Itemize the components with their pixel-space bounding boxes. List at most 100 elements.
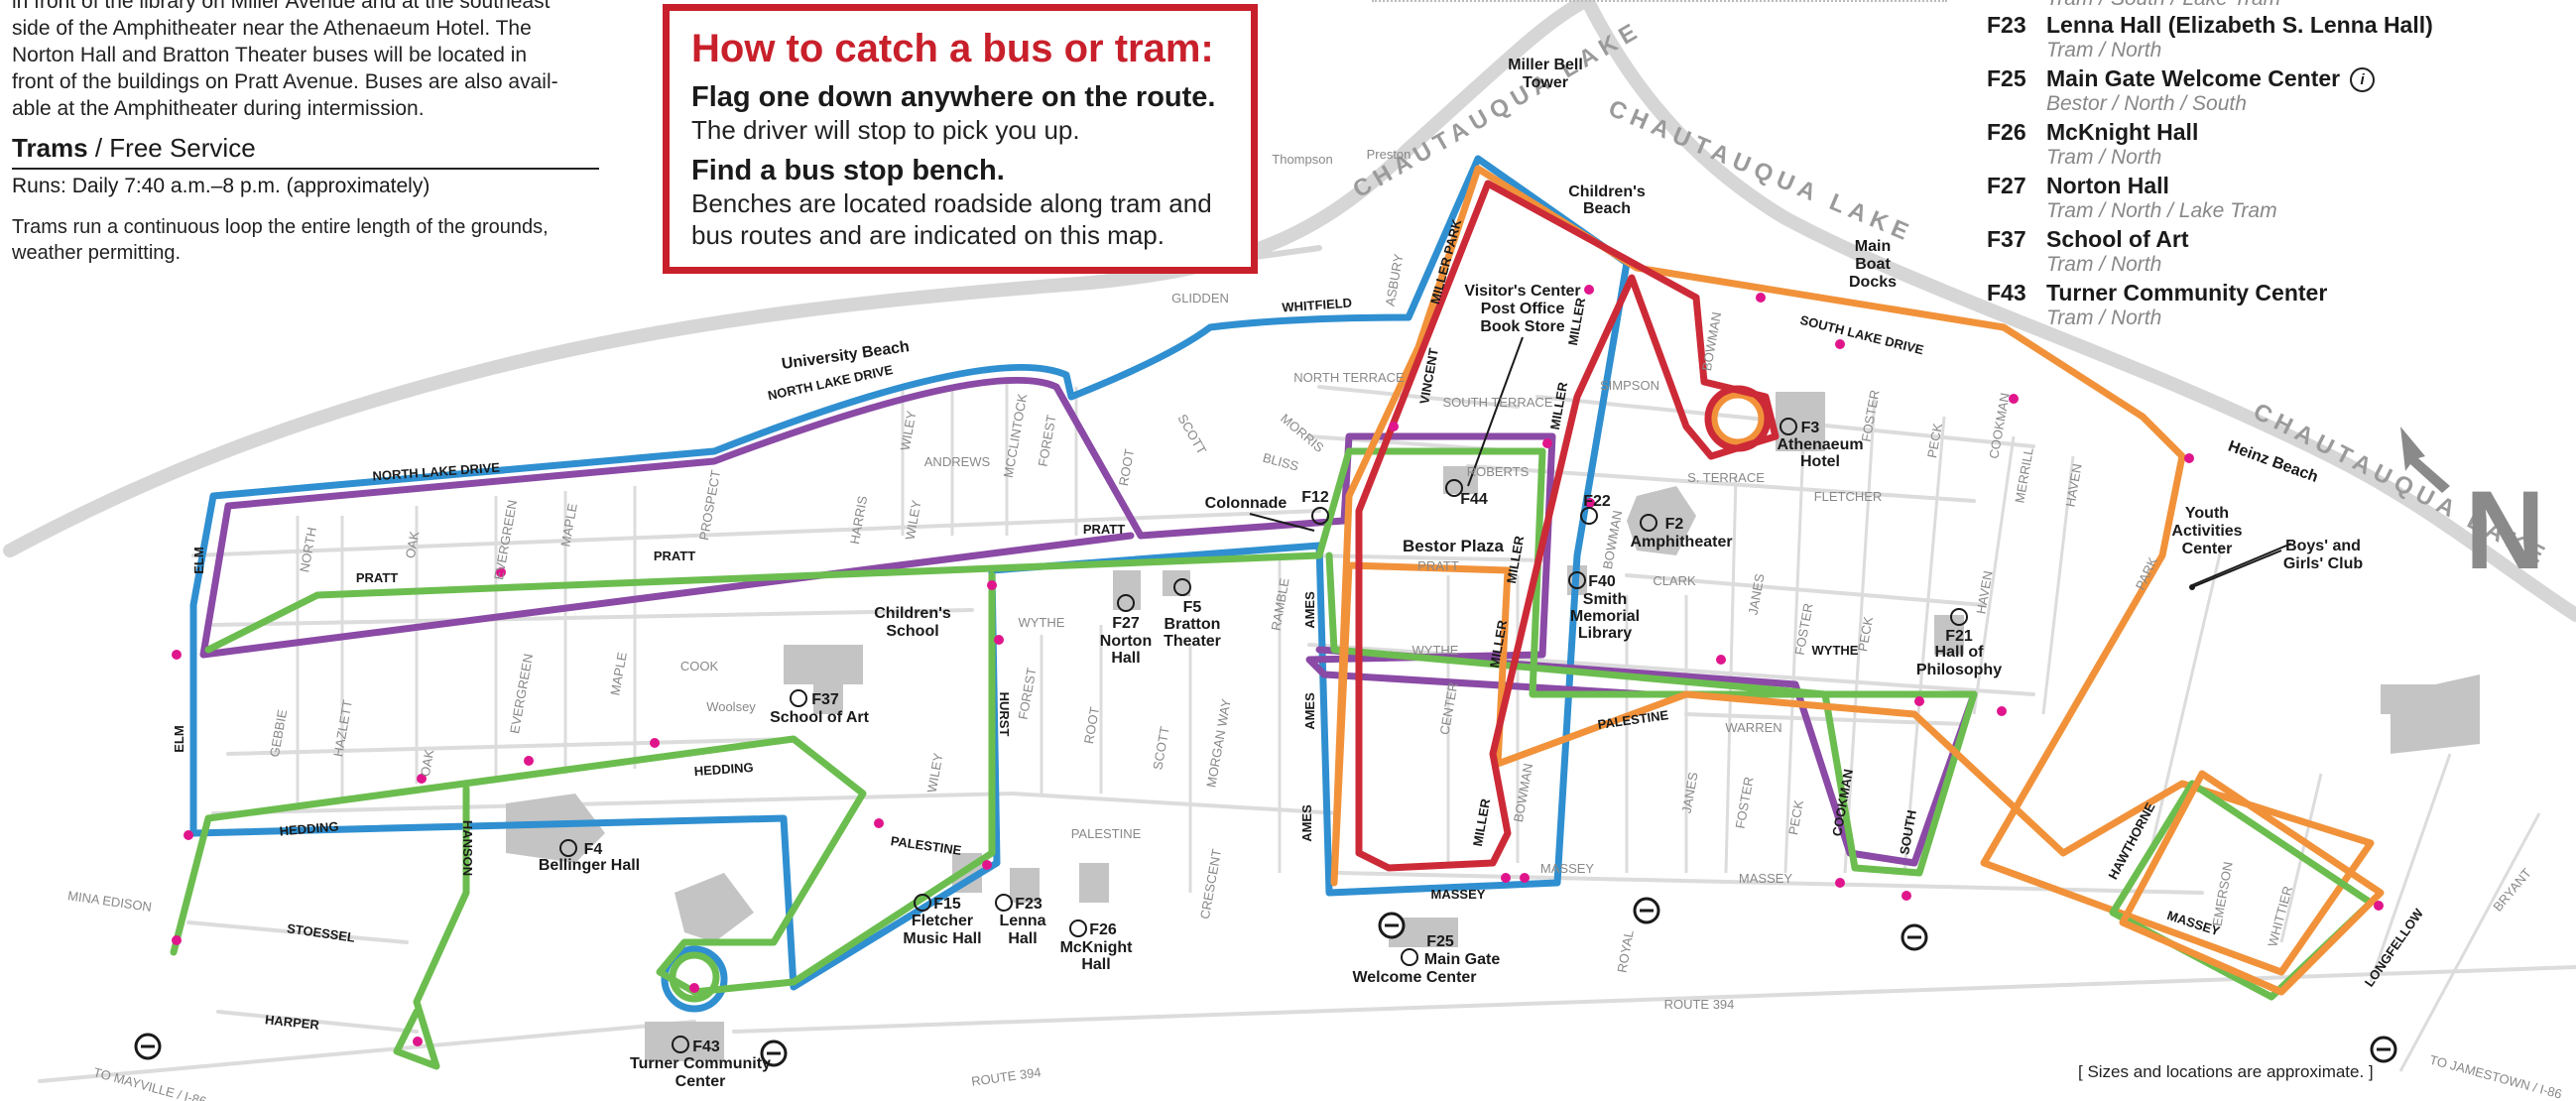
north-arrow-icon <box>2400 427 2450 493</box>
street-pratt-1: PRATT <box>356 570 398 585</box>
intro-text: in front of the library on Miller Avenue… <box>12 0 607 122</box>
street-hanson: HANSON <box>460 820 475 876</box>
svg-text:Turner Community: Turner Community <box>630 1055 771 1072</box>
street-forest-2: FOREST <box>1016 667 1040 721</box>
street-simpson: SIMPSON <box>1600 378 1659 393</box>
street-peck-1: PECK <box>1924 422 1945 459</box>
street-scott-1: SCOTT <box>1174 412 1209 457</box>
amphitheater-building <box>1627 486 1696 555</box>
street-roberts: ROBERTS <box>1467 464 1530 479</box>
street-oak-2: OAK <box>418 748 437 778</box>
facility-f2: F2 Amphitheater <box>1630 514 1733 550</box>
street-bowman-1: BOWMAN <box>1600 509 1625 570</box>
legend-name: McKnight Hall <box>2046 119 2199 145</box>
street-maple-2: MAPLE <box>607 651 629 696</box>
svg-text:Music Hall: Music Hall <box>903 930 981 947</box>
svg-text:Theater: Theater <box>1164 633 1221 650</box>
trams-heading: Trams / Free Service <box>12 133 599 170</box>
facility-f12: F12 <box>1301 489 1329 525</box>
svg-text:Bratton: Bratton <box>1165 616 1221 633</box>
trams-title: Trams <box>12 133 88 163</box>
street-morris: MORRIS <box>1278 411 1327 455</box>
legend-name: Main Gate Welcome Center <box>2046 65 2341 91</box>
street-route394: ROUTE 394 <box>1664 997 1735 1012</box>
north-label: N <box>2465 468 2545 592</box>
legend-routes: Tram / North <box>2046 39 2162 61</box>
svg-text:School of Art: School of Art <box>770 709 870 726</box>
buildings <box>506 392 2480 1061</box>
street-ramble: RAMBLE <box>1269 576 1292 632</box>
street-foster-2: FOSTER <box>1859 389 1883 443</box>
svg-text:Philosophy: Philosophy <box>1916 662 2002 678</box>
howto-title: How to catch a bus or tram: <box>691 27 1214 70</box>
place-childrens-school-line2: School <box>886 623 938 640</box>
street-ames-2: AMES <box>1302 692 1317 730</box>
facility-f43: F43 Turner Community Center <box>630 1036 771 1090</box>
place-main-boat-line3: Docks <box>1849 274 1897 291</box>
lake-label-middle: CHAUTAUQUA LAKE <box>1605 95 1918 248</box>
street-pratt-2: PRATT <box>654 549 695 563</box>
howto-text2: Benches are located roadside along tram … <box>691 188 1212 250</box>
street-hurst: HURST <box>997 692 1012 737</box>
svg-text:F26: F26 <box>1089 921 1117 938</box>
street-elm-2: ELM <box>172 725 186 752</box>
facility-f3: F3 Athenaeum Hotel <box>1777 418 1864 470</box>
howto-box: How to catch a bus or tram: Flag one dow… <box>663 4 1258 274</box>
street-warren: WARREN <box>1725 720 1781 735</box>
svg-text:Bellinger Hall: Bellinger Hall <box>539 857 640 874</box>
street-center: CENTER <box>1437 681 1461 736</box>
trams-runs: Runs: Daily 7:40 a.m.–8 p.m. (approximat… <box>12 175 430 197</box>
place-visitors-line2: Post Office <box>1481 301 1565 317</box>
svg-text:F40: F40 <box>1588 573 1616 590</box>
svg-text:F25: F25 <box>1426 933 1454 950</box>
street-woolsey: Woolsey <box>706 699 756 714</box>
legend-routes: Tram / North <box>2046 253 2162 276</box>
street-massey-2: MASSEY <box>1540 861 1595 876</box>
route-lake-tram <box>1330 165 2375 976</box>
street-wiley-2: WILEY <box>903 499 924 542</box>
bus-stop-benches <box>172 285 2384 1046</box>
svg-text:Hall: Hall <box>1008 930 1037 947</box>
street-crescent: CRESCENT <box>1197 848 1224 920</box>
svg-text:F37: F37 <box>811 691 839 708</box>
legend-item: F23 Lenna Hall (Elizabeth S. Lenna Hall)… <box>1987 10 2572 63</box>
street-south-terrace: SOUTH TERRACE <box>1443 395 1553 410</box>
street-root-1: ROOT <box>1116 447 1137 487</box>
street-wythe-1: WYTHE <box>1019 615 1065 630</box>
street-royal: ROYAL <box>1614 929 1636 974</box>
intro-line: side of the Amphitheater near the Athena… <box>12 17 532 40</box>
intro-line: able at the Amphitheater during intermis… <box>12 97 425 120</box>
street-hedding-2: HEDDING <box>693 760 754 779</box>
facility-f26: F26 McKnight Hall <box>1060 919 1133 973</box>
place-miller-bell-line2: Tower <box>1523 74 1568 91</box>
street-ames-1: AMES <box>1302 591 1317 629</box>
svg-text:Center: Center <box>675 1073 726 1090</box>
place-childrens-beach-line1: Children's <box>1568 184 1646 200</box>
legend-name-wrapper: Main Gate Welcome Center i <box>2046 63 2376 93</box>
street-palestine-2: PALESTINE <box>1071 826 1142 841</box>
svg-text:F44: F44 <box>1460 491 1488 508</box>
street-thompson: Thompson <box>1272 152 1332 167</box>
svg-text:Amphitheater: Amphitheater <box>1630 534 1732 550</box>
howto-sub2: Find a bus stop bench. <box>691 155 1005 186</box>
street-whitfield: WHITFIELD <box>1282 296 1353 315</box>
svg-text:Welcome Center: Welcome Center <box>1352 969 1476 986</box>
street-janes-2: JANES <box>1679 771 1701 814</box>
svg-text:Norton: Norton <box>1100 633 1152 650</box>
facility-f44: F44 <box>1445 479 1488 508</box>
street-haven-2: HAVEN <box>2062 462 2084 508</box>
info-icon[interactable]: i <box>2350 67 2376 93</box>
street-asbury: ASBURY <box>1383 252 1407 306</box>
svg-text:Library: Library <box>1578 625 1632 642</box>
svg-text:Hall: Hall <box>1081 956 1110 973</box>
street-jamestown: TO JAMESTOWN / I-86 <box>2428 1052 2564 1101</box>
street-andrews: ANDREWS <box>924 454 991 469</box>
legend-routes: Tram / North <box>2046 306 2162 329</box>
legend-name: Turner Community Center <box>2046 280 2328 306</box>
svg-text:Hall: Hall <box>1111 650 1140 667</box>
legend-routes: Bestor / North / South <box>2046 92 2247 115</box>
street-park: PARK <box>2133 554 2160 592</box>
street-elm-1: ELM <box>191 547 206 573</box>
